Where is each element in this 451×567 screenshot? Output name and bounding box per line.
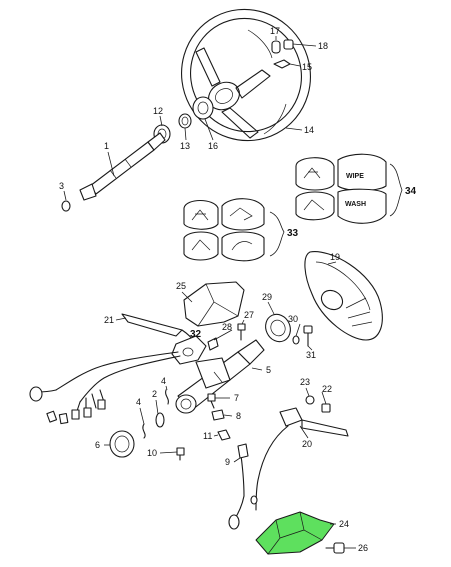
callout-7: 7: [234, 393, 239, 403]
switch-group-34[interactable]: [295, 153, 403, 224]
callout-11: 11: [203, 431, 212, 441]
spring-clip-4-lower[interactable]: [142, 423, 146, 439]
callout-19: 19: [330, 252, 340, 262]
screw-26[interactable]: [325, 542, 345, 554]
callout-13: 13: [180, 141, 190, 151]
callout-23: 23: [300, 377, 310, 387]
callout-12: 12: [153, 106, 163, 116]
callout-24: 24: [339, 519, 349, 529]
spring-15[interactable]: [273, 59, 291, 69]
callout-31: 31: [306, 350, 316, 360]
wash-label: WASH: [345, 201, 366, 208]
seal-ring-6[interactable]: [109, 430, 135, 458]
callout-9: 9: [225, 457, 230, 467]
spring-clip-4-upper[interactable]: [165, 389, 169, 405]
callout-32: 32: [190, 329, 202, 340]
switch-group-33[interactable]: [183, 198, 285, 262]
turn-signal-switch-21[interactable]: [121, 313, 195, 343]
callout-2: 2: [152, 389, 157, 399]
callout-30: 30: [288, 314, 298, 324]
ring-13[interactable]: [178, 113, 192, 129]
bolt-7[interactable]: [207, 393, 216, 409]
combination-switch-20[interactable]: [250, 407, 349, 511]
callout-17: 17: [270, 26, 280, 36]
callout-33: 33: [287, 228, 299, 239]
bolt-27[interactable]: [237, 323, 246, 341]
washer-3[interactable]: [61, 200, 71, 212]
callout-18: 18: [318, 41, 328, 51]
washer-30[interactable]: [292, 335, 300, 345]
cancel-ring-16[interactable]: [192, 96, 214, 120]
callout-34: 34: [405, 186, 417, 197]
callout-6: 6: [95, 440, 100, 450]
lower-cover-24-highlighted[interactable]: [255, 511, 335, 555]
clamp-8[interactable]: [211, 409, 225, 421]
callout-labels: 1 2 3 4 4 5 6 7 8 9 10 11 12 13 14 15 16…: [59, 26, 417, 553]
callout-28: 28: [222, 322, 232, 332]
callout-8: 8: [236, 411, 241, 421]
callout-4-upper: 4: [161, 376, 166, 386]
screw-31[interactable]: [303, 325, 313, 347]
callout-16: 16: [208, 141, 218, 151]
upper-cover-25[interactable]: [183, 281, 245, 327]
callout-20: 20: [302, 439, 312, 449]
callout-4-lower: 4: [136, 397, 141, 407]
callout-27: 27: [244, 310, 254, 320]
callout-29: 29: [262, 292, 272, 302]
callout-10: 10: [147, 448, 157, 458]
callout-21: 21: [104, 315, 114, 325]
gasket-29[interactable]: [261, 310, 295, 346]
switch-panel-19[interactable]: [304, 251, 383, 341]
steering-shaft-1[interactable]: [79, 132, 166, 201]
callout-26: 26: [358, 543, 368, 553]
clip-28[interactable]: [207, 337, 219, 351]
wiring-harness[interactable]: [29, 351, 181, 425]
callout-1: 1: [104, 141, 109, 151]
nut-18[interactable]: [283, 39, 294, 50]
steering-wheel[interactable]: [159, 0, 334, 163]
callout-22: 22: [322, 384, 332, 394]
screw-22[interactable]: [321, 403, 331, 413]
callout-3: 3: [59, 181, 64, 191]
switch-body-32[interactable]: [171, 335, 207, 365]
wipe-label: WIPE: [346, 173, 364, 180]
horn-contact-17[interactable]: [271, 40, 281, 54]
callout-5: 5: [266, 365, 271, 375]
callout-25: 25: [176, 281, 186, 291]
column-tube-5[interactable]: [175, 339, 265, 414]
wiper-switch-9[interactable]: [228, 443, 249, 530]
callout-14: 14: [304, 125, 314, 135]
callout-15: 15: [302, 62, 312, 72]
ring-2[interactable]: [155, 412, 165, 428]
washer-23[interactable]: [305, 395, 315, 405]
nut-10[interactable]: [176, 447, 185, 461]
leader-lines: [63, 36, 356, 549]
clamp-11[interactable]: [217, 429, 231, 441]
